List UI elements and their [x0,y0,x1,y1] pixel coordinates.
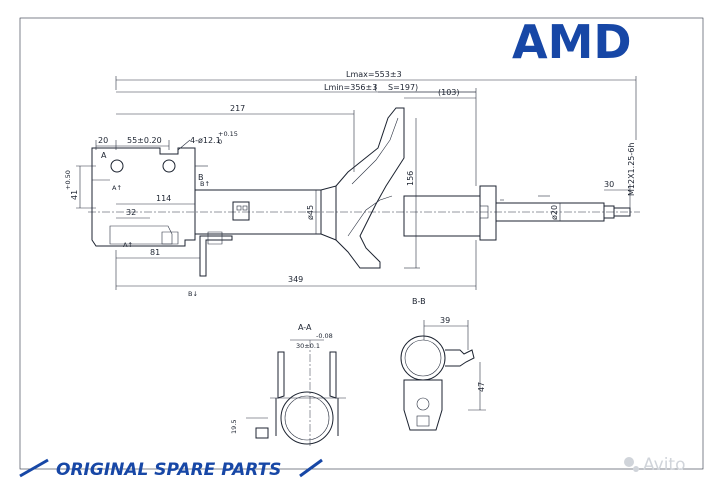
section-aa-tube-inner [284,395,330,441]
dim-103: (103) [438,88,460,97]
label-a-top: A [101,151,107,160]
footer-banner: ORIGINAL SPARE PARTS [19,458,323,480]
section-bb-view: B-B 39 47 [400,297,486,431]
rod-thread [613,207,631,217]
strut-tube [194,189,322,235]
label-section-bb: B-B [412,297,426,306]
dimensions-main: Lmax=553±3 Lmin=356±3 ( S=197) (103) 217… [64,70,637,298]
footer-slogan: ORIGINAL SPARE PARTS [56,460,281,480]
dim-217: 217 [230,104,245,113]
label-a-arrow: A↑ [112,184,122,192]
label-section-aa: A-A [298,323,312,332]
knuckle-bracket [91,147,196,247]
dim-paren-open: ( [374,83,377,92]
logo-text: AMD [512,15,632,69]
dim-lmax: Lmax=553±3 [346,70,402,79]
bracket-lower [109,225,173,245]
dim-349: 349 [288,275,303,284]
dim-20-rod: ø20 [550,205,559,220]
abs-clip [232,201,250,221]
dim-19-5: 19.5 [230,420,238,434]
dim-thread: M12X1.25-6h [627,143,636,196]
section-aa-tube-outer [280,391,334,445]
dim-hole-tol-top: +0.15 [218,130,238,138]
dim-30b: 30±0.1 [296,342,320,350]
dim-08: -0.08 [316,332,333,340]
section-bb-tube [400,335,446,381]
dim-39: 39 [440,316,450,325]
label-b1: B↓ [188,290,198,298]
section-aa-view: A-A -0.08 30±0.1 19.5 [230,323,346,448]
dim-55: 55±0.20 [127,136,162,145]
label-a1: A↑ [123,241,133,249]
dim-45: ø45 [306,205,315,220]
label-b-top: B [198,173,204,182]
dim-47: 47 [477,382,486,392]
watermark-text: Avito [643,455,685,475]
dim-81: 81 [150,248,160,257]
dim-41: 41 [70,190,79,200]
dim-30: 30 [604,180,614,189]
drawing-frame [19,17,704,470]
dim-114: 114 [156,194,171,203]
bracket-hole-1 [110,159,124,173]
dim-20: 20 [98,136,108,145]
label-b-arrow: B↑ [200,180,210,188]
dim-156: 156 [406,171,415,186]
section-bb-bracket [403,379,443,431]
amd-logo: AMD [512,15,632,69]
upper-tube [403,195,481,237]
strut-main-view [88,107,640,277]
avito-watermark: Avito [624,455,685,475]
dim-hole-tol-bot: 0 [218,138,222,146]
dim-lmin: Lmin=356±3 [324,83,377,92]
spring-seat [335,107,405,269]
hose-bracket [199,235,233,277]
dim-41-tol: +0.50 [64,170,72,190]
dim-stroke: S=197) [388,83,418,92]
dim-32: 32 [126,208,136,217]
dim-hole: 4-ø12.1 [190,136,221,145]
bracket-hole-2 [162,159,176,173]
